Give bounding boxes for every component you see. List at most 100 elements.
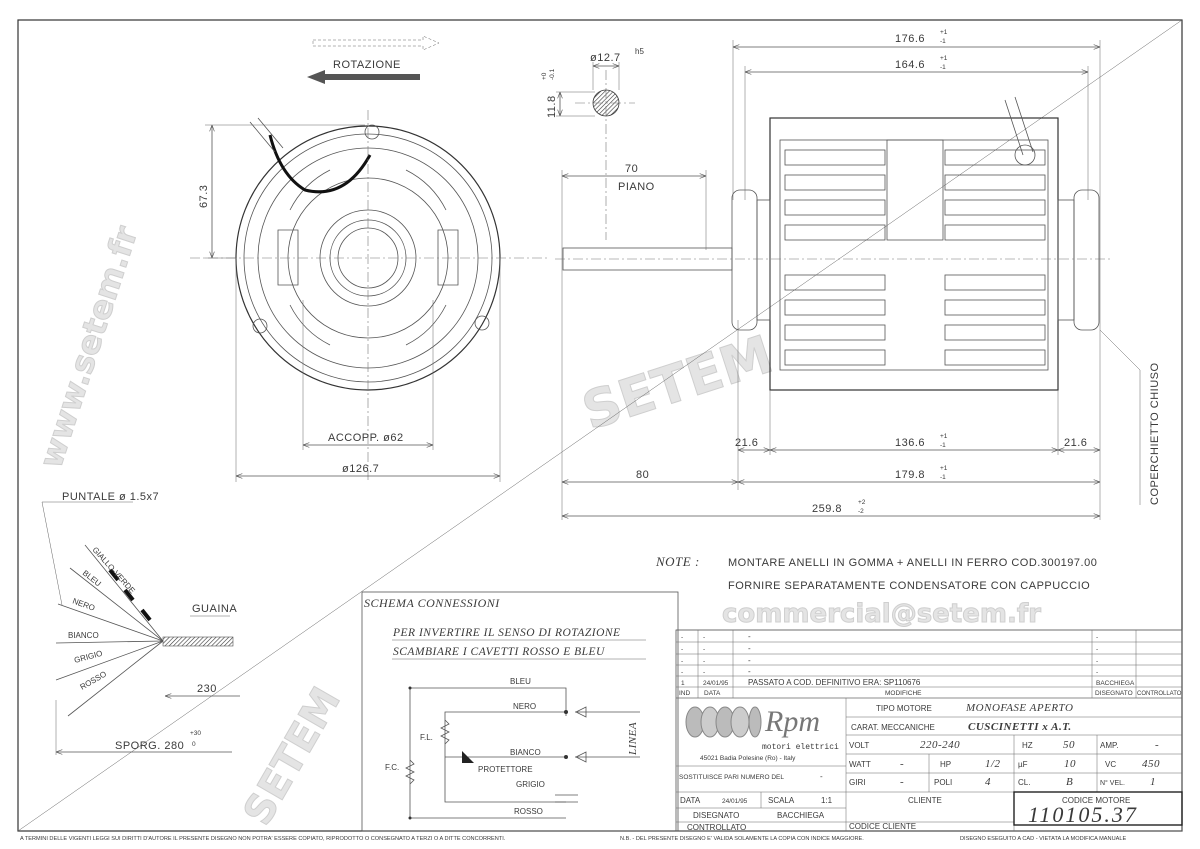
motor-code: 110105.37	[1028, 802, 1138, 827]
svg-text:CONTROLLATO: CONTROLLATO	[1137, 691, 1182, 697]
watermark-brand: SETEM	[575, 325, 780, 443]
svg-text:+0: +0	[541, 72, 548, 80]
svg-text:11.8: 11.8	[546, 95, 558, 118]
svg-text:ø12.7: ø12.7	[590, 52, 621, 64]
revision-row: ----	[681, 667, 1098, 676]
revision-row: ----	[681, 632, 1098, 641]
svg-text:70: 70	[625, 163, 638, 175]
svg-text:164.6: 164.6	[895, 59, 925, 71]
svg-text:B: B	[1066, 776, 1073, 788]
svg-text:-: -	[900, 776, 904, 788]
dim-outer-diameter: ø126.7	[342, 463, 379, 475]
revision-dis: -	[1096, 646, 1098, 653]
svg-text:VOLT: VOLT	[849, 741, 869, 750]
svg-text:DISEGNATO: DISEGNATO	[1095, 690, 1133, 697]
watermark-brand: SETEM	[235, 680, 350, 833]
revision-dis: -	[1096, 634, 1098, 641]
revision-row: ----	[681, 656, 1098, 665]
motor-side-view: 176.6 +1-1 164.6 +1-1 70 PIANO 21.6 136.…	[555, 29, 1161, 520]
revision-data: -	[703, 646, 705, 653]
watermark-email: commercial@setem.fr	[722, 599, 1041, 629]
svg-text:GRIGIO: GRIGIO	[516, 780, 545, 789]
motor-front-view: 67.3 ACCOPP. ø62 ø126.7	[190, 110, 550, 482]
svg-text:GRIGIO: GRIGIO	[73, 649, 103, 665]
note-line: FORNIRE SEPARATAMENTE CONDENSATORE CON C…	[728, 580, 1090, 592]
footer-note: N.B. - DEL PRESENTE DISEGNO E' VALIDA SO…	[620, 836, 864, 842]
revision-ind: -	[681, 658, 683, 665]
svg-text:CODICE MOTORE: CODICE MOTORE	[1062, 796, 1130, 805]
svg-text:PER INVERTIRE IL SENSO DI ROTA: PER INVERTIRE IL SENSO DI ROTAZIONE	[392, 627, 621, 639]
svg-text:+30: +30	[190, 730, 201, 737]
svg-text:21.6: 21.6	[1064, 437, 1087, 449]
revision-desc: PASSATO A COD. DEFINITIVO ERA: SP110676	[748, 678, 921, 687]
svg-text:F.L.: F.L.	[420, 733, 433, 742]
svg-text:BIANCO: BIANCO	[510, 748, 541, 757]
svg-text:24/01/95: 24/01/95	[722, 798, 748, 805]
svg-text:BACCHIEGA: BACCHIEGA	[777, 811, 825, 820]
footer-copyright: A TERMINI DELLE VIGENTI LEGGI SUI DIRITT…	[20, 836, 506, 842]
dim-coupling: ACCOPP. ø62	[328, 432, 404, 444]
svg-text:50: 50	[1063, 739, 1075, 751]
svg-text:450: 450	[1142, 758, 1160, 770]
svg-text:4: 4	[985, 776, 991, 788]
revision-ind: -	[681, 634, 683, 641]
svg-text:230: 230	[197, 683, 217, 695]
svg-text:+1: +1	[940, 465, 948, 472]
svg-text:1/2: 1/2	[985, 758, 1001, 770]
svg-text:CUSCINETTI x A.T.: CUSCINETTI x A.T.	[968, 721, 1072, 733]
cable-detail: PUNTALE ø 1.5x7 GIALLO-VERDE BLEU NERO B…	[41, 491, 240, 755]
svg-text:10: 10	[1064, 758, 1076, 770]
cover-label: COPERCHIETTO CHIUSO	[1149, 362, 1161, 505]
svg-text:HP: HP	[940, 760, 951, 769]
svg-text:NERO: NERO	[513, 702, 536, 711]
svg-text:CONTROLLATO: CONTROLLATO	[687, 823, 746, 832]
svg-text:CLIENTE: CLIENTE	[908, 796, 942, 805]
svg-text:BIANCO: BIANCO	[68, 631, 99, 640]
svg-text:N° VEL.: N° VEL.	[1100, 779, 1125, 787]
svg-text:220-240: 220-240	[920, 739, 960, 751]
svg-text:SCHEMA CONNESSIONI: SCHEMA CONNESSIONI	[364, 596, 500, 610]
svg-text:TIPO MOTORE: TIPO MOTORE	[876, 704, 932, 713]
svg-text:179.8: 179.8	[895, 469, 925, 481]
svg-text:DATA: DATA	[704, 690, 721, 697]
revision-ind: -	[681, 669, 683, 676]
notes-label: NOTE :	[655, 554, 700, 569]
svg-text:PUNTALE ø 1.5x7: PUNTALE ø 1.5x7	[62, 491, 159, 503]
svg-text:BLEU: BLEU	[510, 677, 531, 686]
revision-data: -	[703, 669, 705, 676]
svg-text:MONOFASE APERTO: MONOFASE APERTO	[965, 702, 1073, 714]
svg-text:h5: h5	[635, 47, 644, 56]
footer-cad: DISEGNO ESEGUITO A CAD - VIETATA LA MODI…	[960, 836, 1126, 842]
svg-text:GIRI: GIRI	[849, 778, 865, 787]
svg-text:-1: -1	[940, 474, 946, 481]
svg-text:WATT: WATT	[849, 760, 871, 769]
svg-text:Rpm: Rpm	[764, 705, 820, 738]
svg-text:AMP.: AMP.	[1100, 741, 1119, 750]
svg-text:-1: -1	[940, 38, 946, 45]
svg-text:+1: +1	[940, 55, 948, 62]
rpm-logo: Rpm motori elettrici 45021 Badia Polesin…	[685, 705, 839, 762]
svg-text:136.6: 136.6	[895, 437, 925, 449]
svg-text:-: -	[900, 758, 904, 770]
revision-data: -	[703, 634, 705, 641]
rotation-indicator: ROTAZIONE	[307, 35, 440, 84]
revision-ind: -	[681, 646, 683, 653]
svg-text:IND: IND	[679, 690, 691, 697]
svg-text:SCALA: SCALA	[768, 796, 795, 805]
svg-text:-2: -2	[858, 508, 864, 515]
svg-text:ROSSO: ROSSO	[514, 807, 543, 816]
svg-text:259.8: 259.8	[812, 503, 842, 515]
svg-text:CODICE CLIENTE: CODICE CLIENTE	[849, 822, 916, 831]
svg-text:-1: -1	[940, 442, 946, 449]
rotation-label: ROTAZIONE	[333, 59, 401, 71]
revision-desc: -	[748, 667, 751, 676]
shaft-section: ø12.7 h5 11.8 +0 -0.1	[541, 47, 644, 240]
revision-desc: -	[748, 656, 751, 665]
svg-text:-1: -1	[940, 64, 946, 71]
svg-text:+2: +2	[858, 499, 866, 506]
svg-text:DISEGNATO: DISEGNATO	[693, 811, 739, 820]
svg-text:CARAT. MECCANICHE: CARAT. MECCANICHE	[851, 723, 935, 732]
arrow-left-icon	[307, 70, 420, 84]
